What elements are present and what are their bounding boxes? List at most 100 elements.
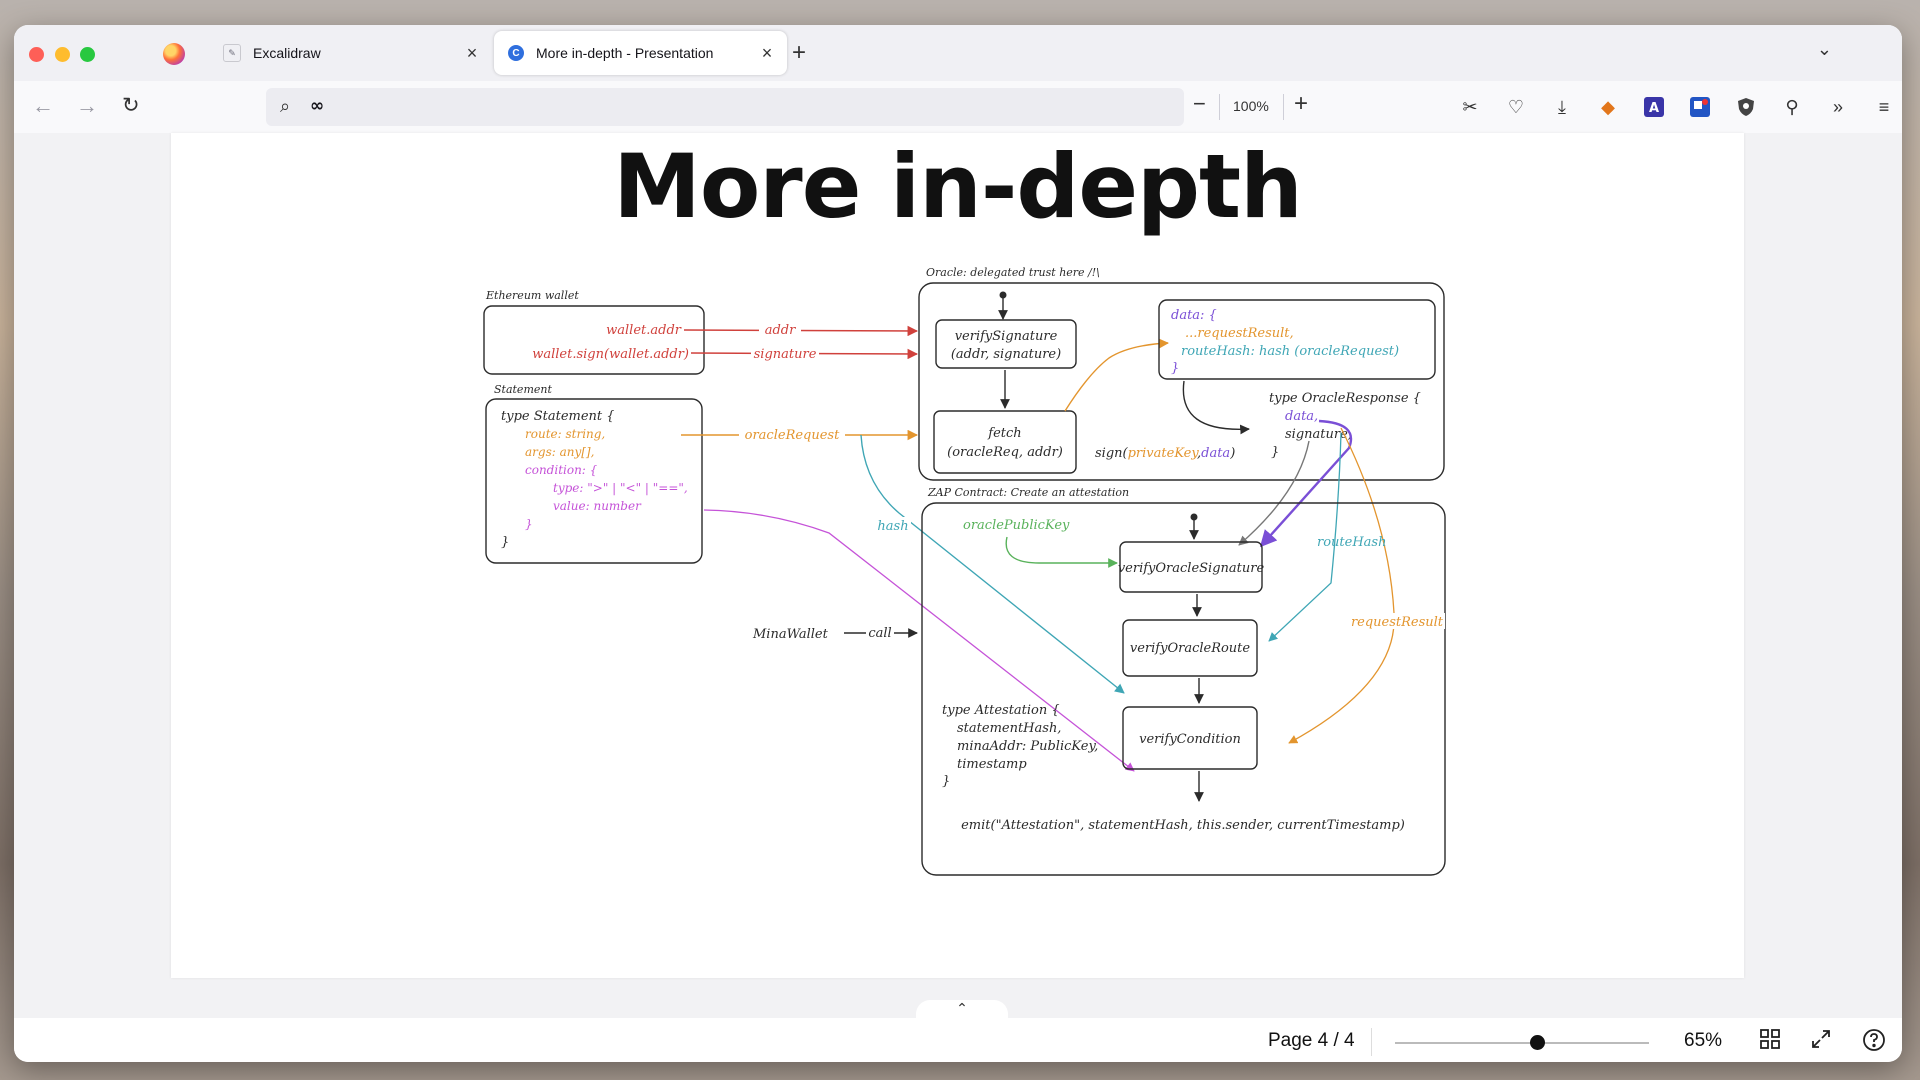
data-to-response-arrow (1182, 380, 1250, 435)
close-window-button[interactable] (29, 47, 44, 62)
pocket-icon[interactable]: ♡ (1507, 96, 1525, 117)
oracle-start-dot (999, 291, 1007, 299)
tab-excalidraw[interactable]: ✎ Excalidraw × (209, 31, 492, 75)
data-line-2: ...requestResult, (1185, 326, 1294, 341)
slide-title: More in-depth (613, 135, 1302, 238)
statement-line-4: condition: { (525, 463, 598, 477)
page-content: More in-depth Ethereum wallet wallet.add… (14, 133, 1902, 1038)
url-input[interactable] (308, 95, 612, 117)
statement-line-7: } (525, 517, 533, 531)
sign-close: ) (1229, 446, 1235, 461)
verify-signature-line-2: (addr, signature) (951, 347, 1061, 362)
close-tab-icon[interactable]: × (466, 42, 478, 63)
request-result-label: requestResult (1351, 615, 1444, 630)
zap-start-dot (1190, 513, 1198, 521)
signature-label-bg (751, 345, 819, 361)
sign-prefix: sign( (1095, 446, 1129, 461)
sign-data: data (1201, 446, 1230, 461)
firefox-icon[interactable] (163, 43, 185, 65)
extension-b-icon[interactable] (1688, 95, 1712, 119)
excalidraw-icon: ✎ (223, 44, 241, 62)
statement-line-8: } (501, 535, 509, 550)
close-tab-icon[interactable]: × (761, 42, 773, 63)
data-to-verify-arrow (1259, 419, 1353, 548)
statement-line-3: args: any[], (525, 445, 594, 459)
zap-label: ZAP Contract: Create an attestation (927, 486, 1129, 499)
statement-box (485, 398, 703, 564)
verify-oracle-route-label: verifyOracleRoute (1130, 641, 1251, 656)
response-line-2: data, (1285, 409, 1318, 424)
zoom-slider[interactable] (1395, 1042, 1649, 1044)
addr-label-bg (759, 321, 801, 337)
fetch-line-2: (oracleReq, addr) (947, 445, 1063, 460)
fetch-line-1: fetch (987, 426, 1021, 441)
zoom-out-button[interactable]: − (1193, 91, 1206, 116)
data-box (1158, 299, 1436, 380)
download-icon[interactable]: ⤓ (1558, 96, 1566, 117)
oracle-public-key-arrow (1005, 536, 1118, 568)
ethereum-wallet-label: Ethereum wallet (485, 289, 579, 302)
url-bar[interactable]: ⌕ (266, 88, 1184, 126)
divider (1371, 1028, 1372, 1056)
browser-window: ✎ Excalidraw × C More in-depth - Present… (14, 25, 1902, 1062)
forward-arrow-icon[interactable]: → (76, 93, 98, 118)
zoom-percentage: 65% (1684, 1030, 1723, 1051)
mina-wallet-label: MinaWallet (752, 627, 829, 642)
sign-expression: sign(privateKey,data) (1095, 446, 1235, 461)
hash-label: hash (877, 519, 908, 534)
ethereum-wallet-box (483, 305, 705, 375)
attestation-line-5: } (942, 774, 950, 789)
emit-statement: emit("Attestation", statementHash, this.… (961, 818, 1405, 833)
verify-condition-box (1122, 706, 1258, 770)
collapse-chevron-icon[interactable]: ⌃ (916, 1000, 1008, 1020)
overflow-chevrons-icon[interactable]: » (1832, 96, 1843, 117)
sign-private-key: privateKey (1128, 446, 1200, 461)
oracle-public-key-label: oraclePublicKey (963, 518, 1070, 533)
attestation-line-4: timestamp (957, 757, 1027, 772)
maximize-window-button[interactable] (80, 47, 95, 62)
statement-line-5: type: ">" | "<" | "==", (553, 481, 688, 495)
tab-label: Excalidraw (253, 45, 321, 61)
response-line-1: type OracleResponse { (1269, 391, 1421, 406)
slide: More in-depth Ethereum wallet wallet.add… (171, 133, 1744, 978)
help-icon[interactable] (1862, 1028, 1886, 1058)
addr-label: addr (765, 323, 796, 338)
reload-icon[interactable]: ↻ (122, 94, 140, 117)
request-result-arrow (1288, 427, 1395, 744)
sign-comma: , (1197, 446, 1201, 461)
data-line-1: data: { (1171, 308, 1217, 323)
new-tab-icon[interactable]: + (792, 39, 807, 66)
extensions-puzzle-icon[interactable]: ⚲ (1785, 96, 1799, 117)
tab-presentation[interactable]: C More in-depth - Presentation × (494, 31, 787, 75)
statement-line-2: route: string, (525, 427, 605, 441)
minimize-window-button[interactable] (55, 47, 70, 62)
extension-a-icon[interactable]: A (1642, 95, 1666, 119)
hash-arrow (860, 434, 1125, 694)
zoom-in-button[interactable]: + (1294, 90, 1309, 117)
shield-icon[interactable] (1734, 95, 1758, 119)
verify-oracle-route-box (1122, 619, 1258, 677)
hamburger-menu-icon[interactable]: ≡ (1878, 96, 1890, 117)
verify-oracle-signature-box (1119, 541, 1263, 593)
verify-oracle-signature-label: verifyOracleSignature (1118, 561, 1265, 576)
back-arrow-icon[interactable]: ← (32, 93, 54, 118)
attestation-line-1: type Attestation { (942, 703, 1060, 718)
oracle-request-label: oracleRequest (745, 428, 840, 443)
attestation-line-2: statementHash, (957, 721, 1061, 736)
zap-box (921, 502, 1446, 876)
zoom-level-button[interactable]: 100% (1233, 98, 1269, 114)
route-hash-label: routeHash (1317, 535, 1386, 550)
screenshot-icon[interactable]: ✂ (1462, 96, 1478, 117)
request-result-label-bg (1349, 613, 1445, 629)
data-line-3: routeHash: hash (oracleRequest) (1181, 344, 1399, 359)
nav-toolbar: ← → ↻ ⌕ − 100% + ✂ ♡ ⤓ ◆ A ⚲ » ≡ (14, 81, 1902, 134)
zoom-slider-handle[interactable] (1529, 1035, 1545, 1050)
signature-to-verify-arrow (1238, 440, 1310, 546)
metamask-icon[interactable]: ◆ (1601, 96, 1615, 117)
fullscreen-icon[interactable] (1810, 1028, 1832, 1056)
chevron-down-icon[interactable]: ⌄ (1816, 39, 1832, 59)
grid-view-icon[interactable] (1759, 1028, 1781, 1056)
signature-label: signature (754, 347, 817, 362)
condition-arrow (703, 509, 1135, 772)
call-label: call (868, 626, 891, 641)
